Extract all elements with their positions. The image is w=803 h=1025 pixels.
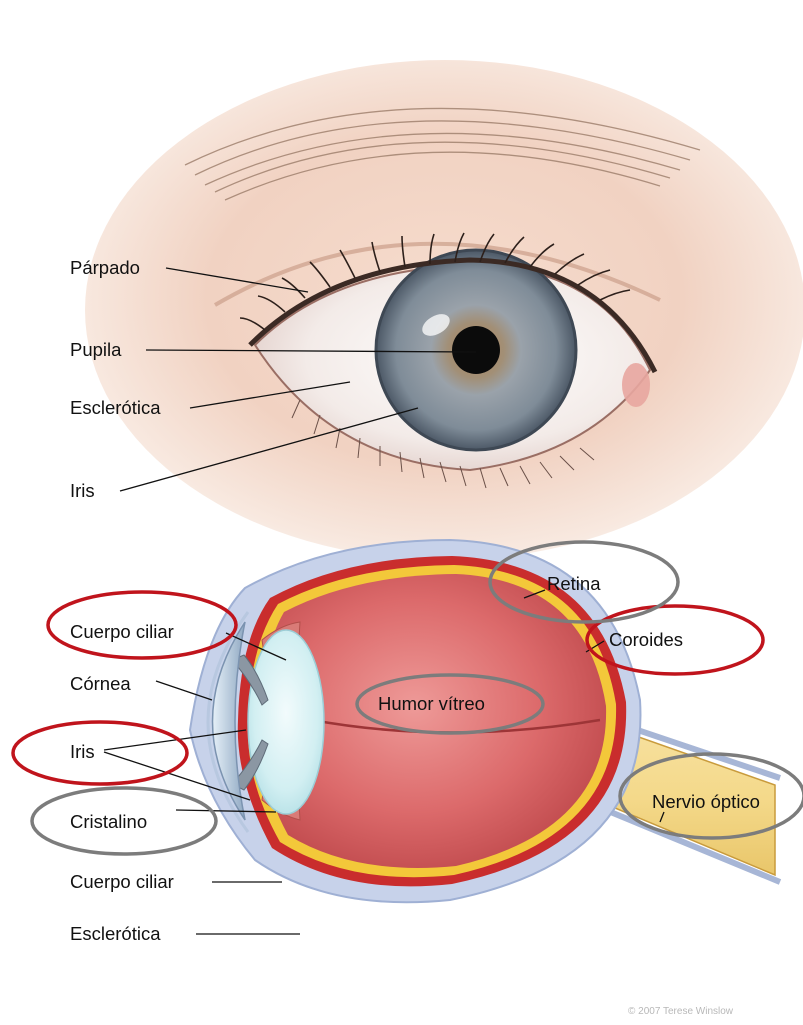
- tear-duct: [622, 363, 650, 407]
- label-cornea: Córnea: [70, 673, 131, 694]
- label-nervio-optico: Nervio óptico: [652, 791, 760, 812]
- label-cuerpo-ciliar-top: Cuerpo ciliar: [70, 621, 174, 642]
- external-eye-illustration: [85, 60, 803, 560]
- label-retina: Retina: [547, 573, 601, 594]
- label-iris-top: Iris: [70, 480, 95, 501]
- label-esclerotica-bottom: Esclerótica: [70, 923, 161, 944]
- label-pupila: Pupila: [70, 339, 122, 360]
- label-coroides: Coroides: [609, 629, 683, 650]
- label-cristalino: Cristalino: [70, 811, 147, 832]
- copyright-text: © 2007 Terese Winslow: [628, 1006, 734, 1017]
- lens-shape: [248, 630, 324, 814]
- pupil-disk: [452, 326, 500, 374]
- eye-cross-section: [190, 540, 780, 902]
- label-esclerotica-top: Esclerótica: [70, 397, 161, 418]
- label-cuerpo-ciliar-bottom: Cuerpo ciliar: [70, 871, 174, 892]
- red-oval-iris: [13, 722, 187, 784]
- label-iris-bottom: Iris: [70, 741, 95, 762]
- label-humor-vitreo: Humor vítreo: [378, 693, 485, 714]
- label-parpado: Párpado: [70, 257, 140, 278]
